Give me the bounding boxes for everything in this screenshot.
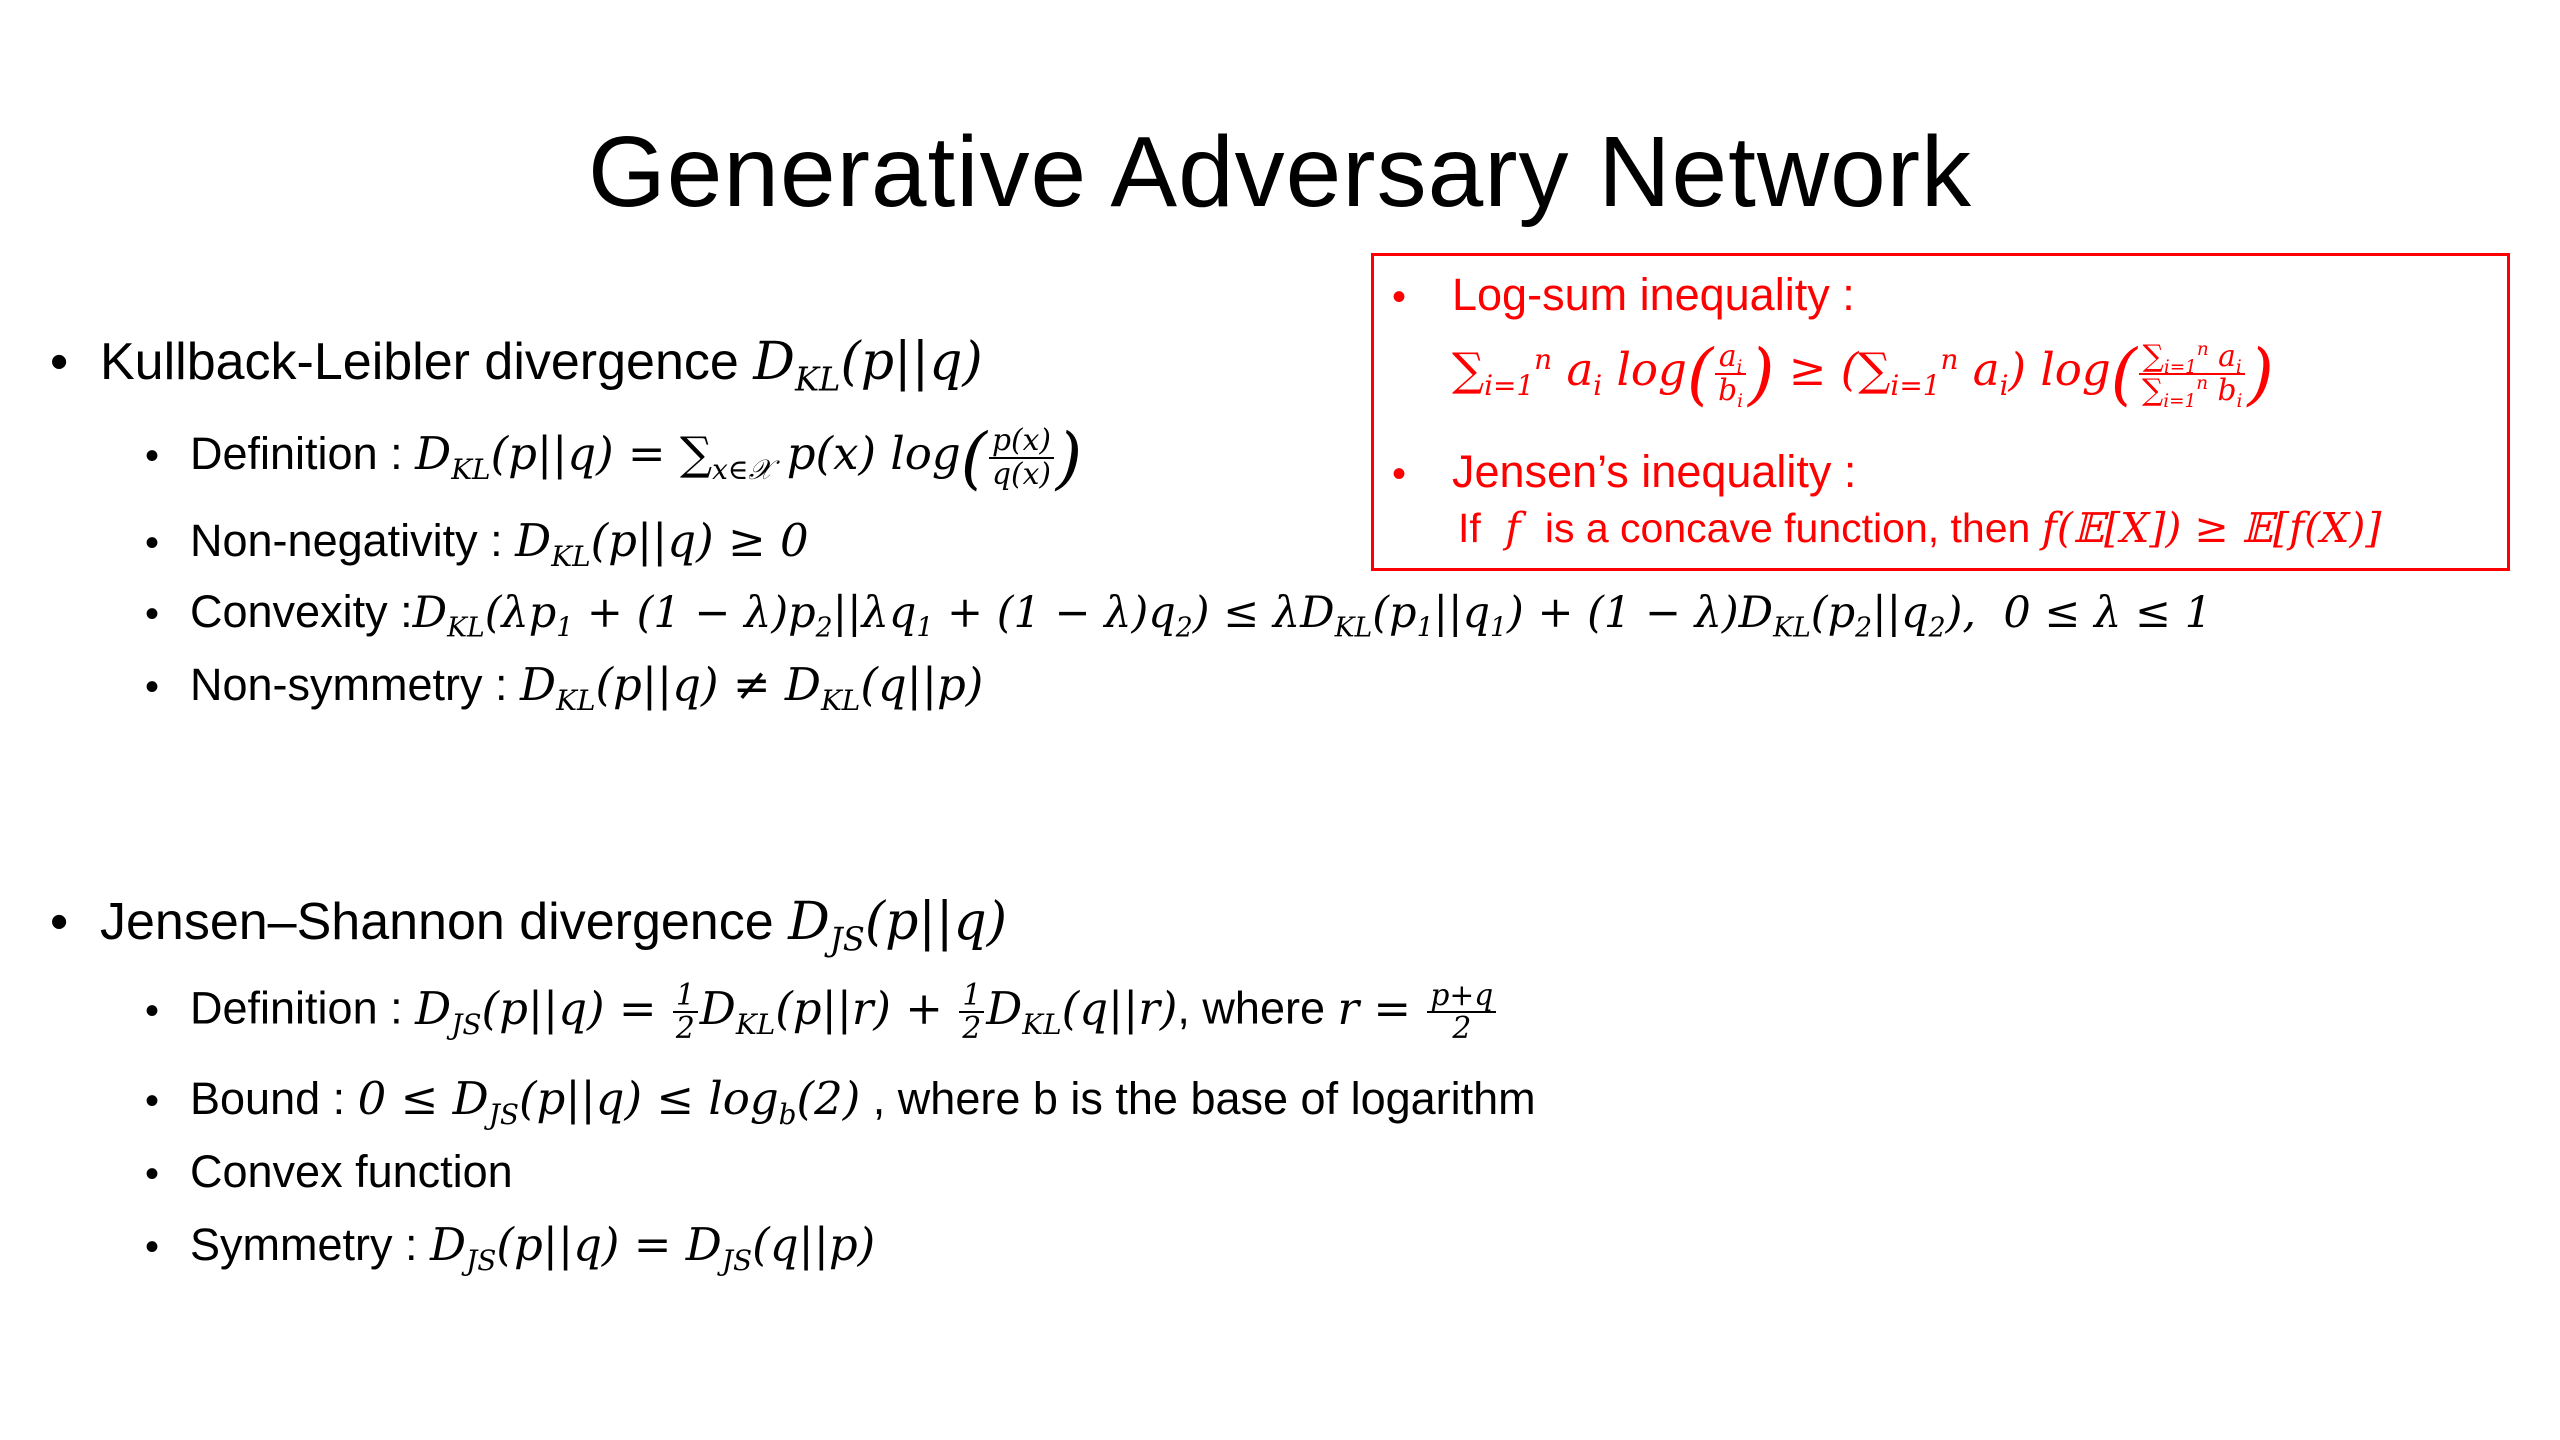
bullet-icon: • xyxy=(50,333,69,391)
bullet-icon: • xyxy=(145,1152,160,1196)
js-convex-label: Convex function xyxy=(190,1146,513,1197)
kl-nonneg-label: Non-negativity : xyxy=(190,515,503,566)
kl-nonsym-label: Non-symmetry : xyxy=(190,659,508,710)
bullet-icon: • xyxy=(50,893,69,951)
js-definition-label: Definition : xyxy=(190,982,403,1034)
kl-convexity-label: Convexity : xyxy=(190,586,413,637)
jensen-statement: If f is a concave function, then f(𝔼[X])… xyxy=(1458,504,2382,552)
kl-heading: Kullback-Leibler divergence xyxy=(100,333,739,391)
kl-definition-label: Definition : xyxy=(190,428,403,479)
kl-nonneg-item: • Non-negativity : DKL(p||q) ≥ 0 xyxy=(145,514,809,573)
bullet-icon: • xyxy=(1392,275,1407,319)
kl-definition-math: DKL(p||q) = ∑x∈𝒳 p(x) log(p(x)q(x)) xyxy=(415,418,1083,497)
bullet-icon: • xyxy=(1392,452,1407,496)
kl-heading-math: DKL(p||q) xyxy=(753,332,983,399)
slide-title: Generative Adversary Network xyxy=(587,116,1973,228)
bullet-icon: • xyxy=(145,521,160,565)
js-symmetry-label: Symmetry : xyxy=(190,1219,418,1270)
bullet-icon: • xyxy=(145,1225,160,1269)
js-bound-item: • Bound : 0 ≤ DJS(p||q) ≤ logb(2) , where… xyxy=(145,1072,1536,1131)
js-bound-label: Bound : xyxy=(190,1073,346,1124)
kl-definition-item: • Definition : DKL(p||q) = ∑x∈𝒳 p(x) log(… xyxy=(145,418,1082,497)
js-symmetry-math: DJS(p||q) = DJS(q||p) xyxy=(430,1218,876,1277)
js-convex-item: • Convex function xyxy=(145,1146,513,1198)
js-definition-where: , where xyxy=(1177,982,1325,1034)
kl-heading-item: • Kullback-Leibler divergence DKL(p||q) xyxy=(50,332,983,399)
bullet-icon: • xyxy=(145,1079,160,1123)
bullet-icon: • xyxy=(145,434,160,478)
bullet-icon: • xyxy=(145,988,160,1033)
bullet-icon: • xyxy=(145,665,160,709)
kl-convexity-math: DKL(λp1 + (1 − λ)p2||λq1 + (1 − λ)q2) ≤ … xyxy=(412,588,2213,644)
logsum-item: • Log-sum inequality : xyxy=(1392,269,1855,321)
js-bound-text: , where b is the base of logarithm xyxy=(872,1073,1536,1124)
logsum-label: Log-sum inequality : xyxy=(1452,269,1855,320)
js-heading-item: • Jensen–Shannon divergence DJS(p||q) xyxy=(50,892,1007,959)
js-heading-math: DJS(p||q) xyxy=(788,892,1007,959)
kl-nonsym-math: DKL(p||q) ≠ DKL(q||p) xyxy=(520,658,984,717)
jensen-item: • Jensen’s inequality : xyxy=(1392,446,1856,498)
js-symmetry-item: • Symmetry : DJS(p||q) = DJS(q||p) xyxy=(145,1218,876,1277)
js-bound-math: 0 ≤ DJS(p||q) ≤ logb(2) xyxy=(357,1072,861,1131)
kl-nonsym-item: • Non-symmetry : DKL(p||q) ≠ DKL(q||p) xyxy=(145,658,984,717)
kl-convexity-item: • Convexity :DKL(λp1 + (1 − λ)p2||λq1 + (… xyxy=(145,586,2213,644)
bullet-icon: • xyxy=(145,592,160,636)
jensen-label: Jensen’s inequality : xyxy=(1452,446,1857,497)
kl-nonneg-math: DKL(p||q) ≥ 0 xyxy=(515,514,809,573)
js-heading: Jensen–Shannon divergence xyxy=(100,893,774,951)
